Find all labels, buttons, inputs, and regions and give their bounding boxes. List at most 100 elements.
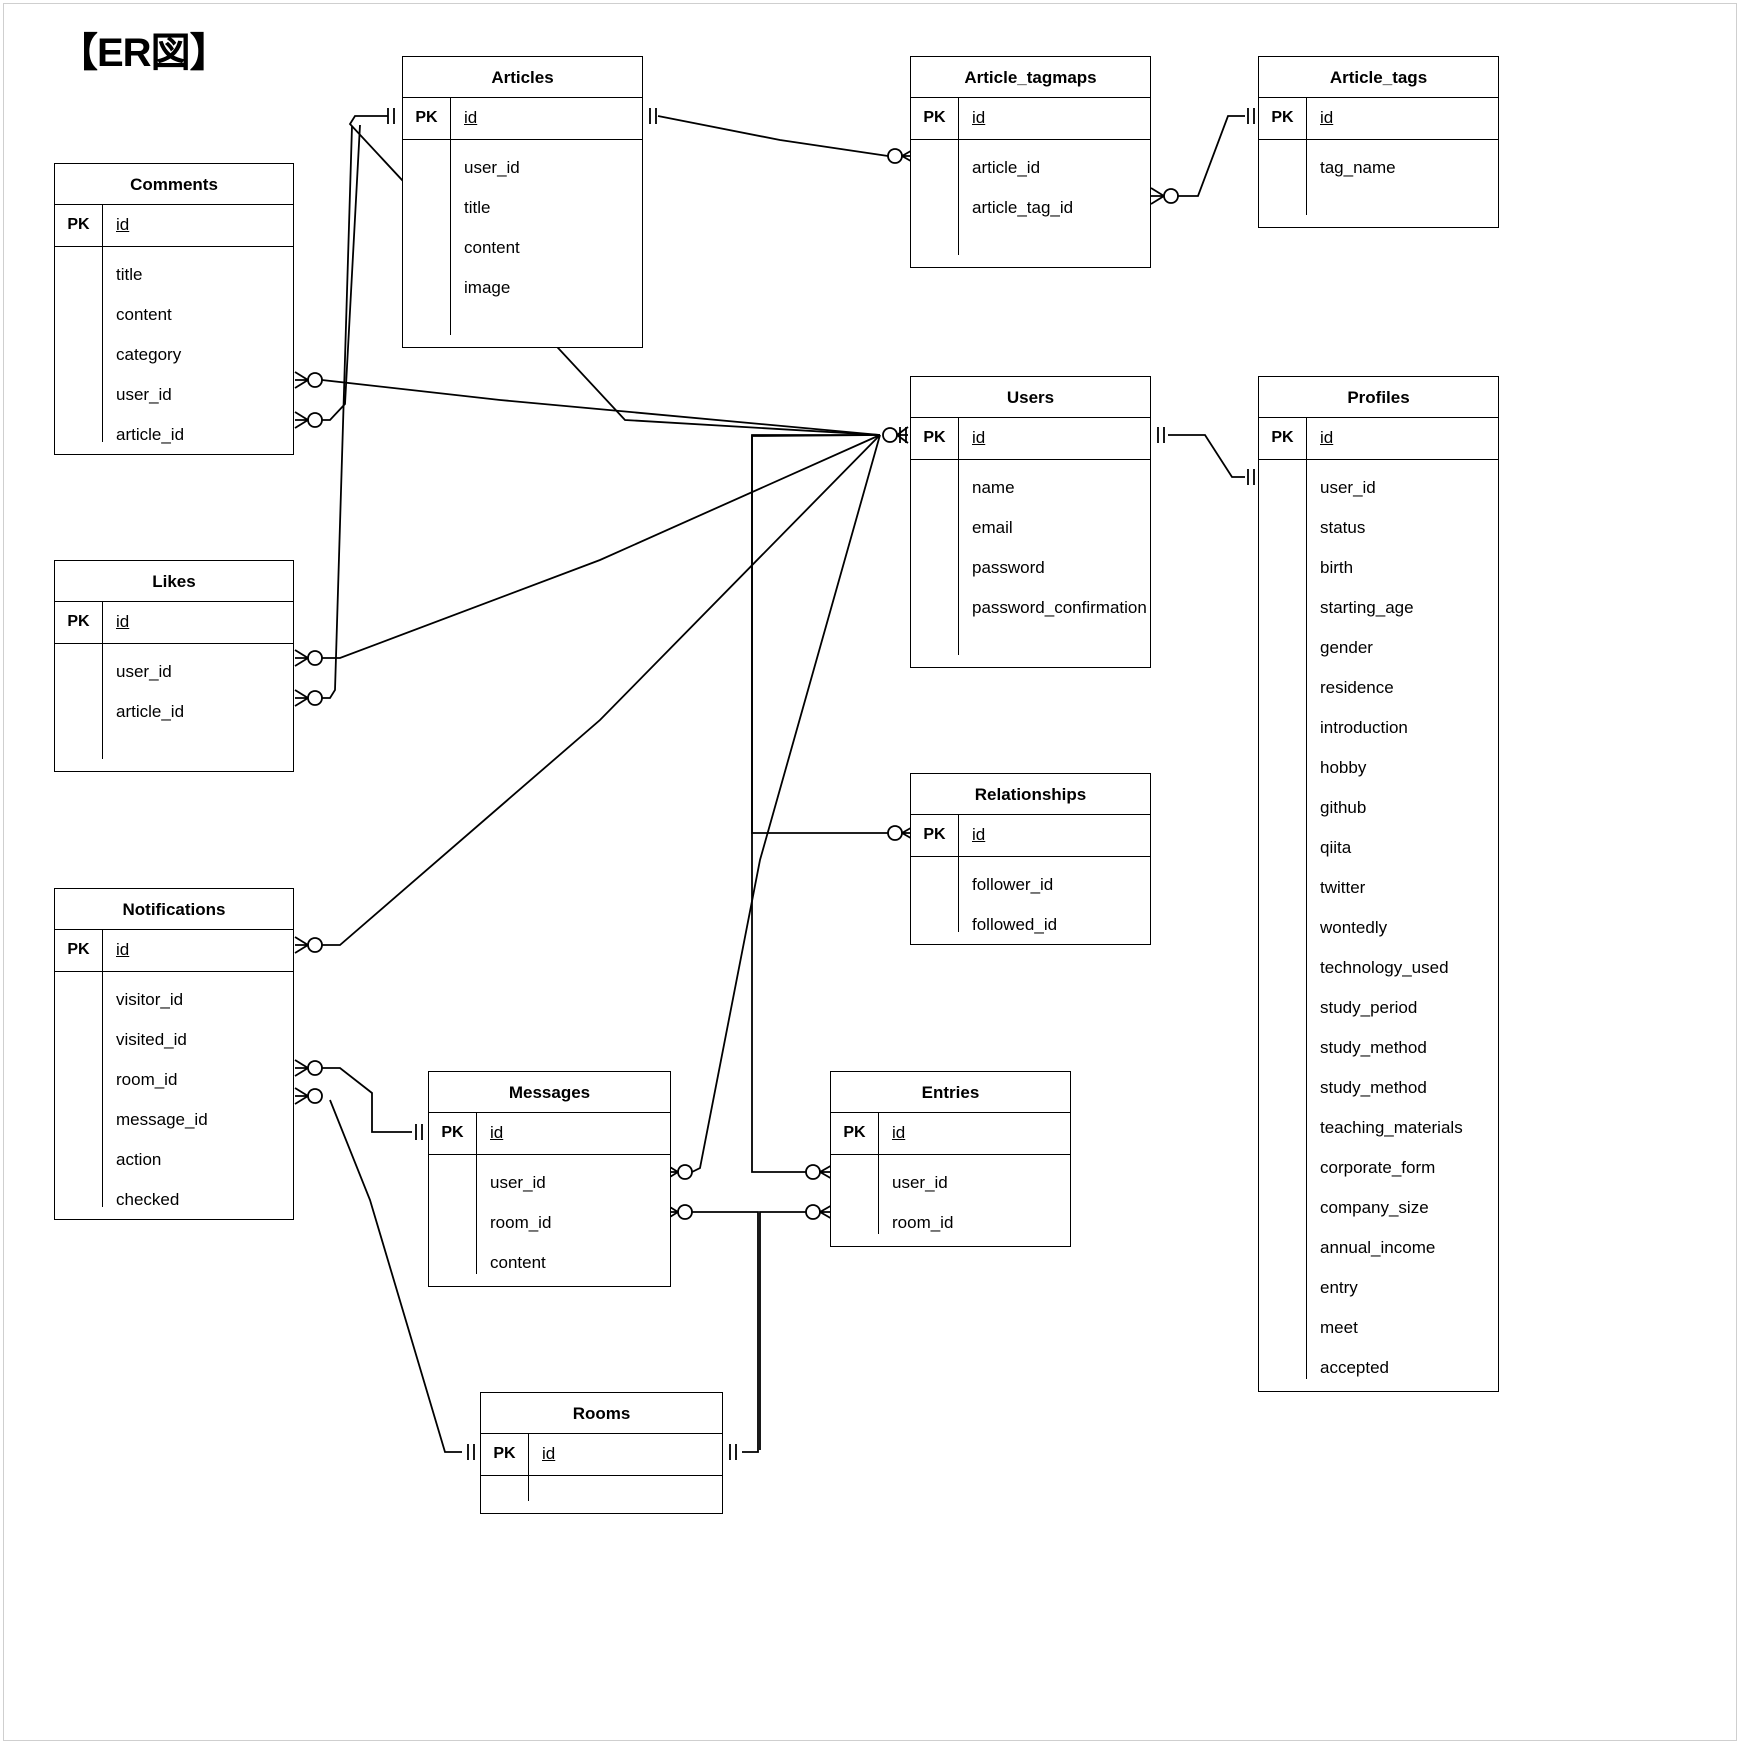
crow-one-profiles [1247, 469, 1255, 485]
edge-users-profiles [1168, 434, 1245, 478]
attribute-row: follower_id [972, 875, 1054, 894]
pk-field-name: id [464, 108, 478, 127]
pk-badge: PK [1259, 418, 1307, 459]
pk-badge: PK [403, 98, 451, 139]
attribute-gutter-divider [476, 1155, 477, 1274]
attribute-row: action [116, 1150, 162, 1169]
attribute-gutter-divider [102, 972, 103, 1207]
attribute-row: password [972, 558, 1045, 577]
edge-users-entries [751, 434, 881, 1173]
pk-field-name: id [116, 612, 130, 631]
crow-many-comments-article [294, 411, 309, 429]
crow-zero-likes-user [307, 650, 323, 666]
attribute-row: title [116, 265, 143, 284]
pk-field-name: id [972, 825, 986, 844]
crow-many-likes-article [294, 689, 309, 707]
edge-articles-likes [322, 125, 353, 699]
crow-zero-relationships [887, 825, 903, 841]
page-title: 【ER図】 [58, 31, 230, 75]
attribute-row: technology_used [1320, 958, 1449, 977]
attribute-gutter-divider [450, 140, 451, 335]
crow-one-users-right [1157, 427, 1165, 443]
attribute-row: github [1320, 798, 1367, 817]
attribute-list: tag_name [1307, 140, 1498, 188]
crow-zero-messages-room [677, 1204, 693, 1220]
attribute-row: accepted [1320, 1358, 1389, 1377]
crow-many-notifications-message [294, 1087, 309, 1105]
attribute-row: wontedly [1320, 918, 1388, 937]
crow-one-rooms-left [467, 1444, 475, 1460]
attribute-row: category [116, 345, 182, 364]
edge-articles-comments [322, 124, 361, 421]
entity-title: Article_tagmaps [911, 57, 1150, 98]
attribute-row: entry [1320, 1278, 1358, 1297]
crow-zero-users-hub [882, 427, 898, 443]
attribute-row: user_id [116, 385, 172, 404]
crow-zero-entries-room [805, 1204, 821, 1220]
pk-badge: PK [55, 930, 103, 971]
pk-field-name: id [116, 940, 130, 959]
entity-title: Comments [55, 164, 293, 205]
edge-users-notifications [322, 434, 881, 946]
attribute-row: study_period [1320, 998, 1418, 1017]
attribute-row: twitter [1320, 878, 1366, 897]
crow-one-articles-left [387, 108, 395, 124]
entity-title: Users [911, 377, 1150, 418]
attribute-gutter-divider [958, 140, 959, 255]
crow-zero-messages-user [677, 1164, 693, 1180]
crow-one-articles-tagmaps [649, 108, 657, 124]
edge-tagmaps-tags [1178, 115, 1245, 197]
edge-users-relationships [751, 434, 888, 834]
attribute-row: tag_name [1320, 158, 1396, 177]
attribute-row: company_size [1320, 1198, 1429, 1217]
crow-zero-notifications [307, 937, 323, 953]
crow-one-messages-left [415, 1124, 423, 1140]
edge-users-articles [348, 115, 881, 436]
pk-badge: PK [911, 815, 959, 856]
attribute-row: checked [116, 1190, 180, 1209]
entity-title: Profiles [1259, 377, 1498, 418]
attribute-body [481, 1476, 722, 1513]
crow-zero-tagmaps [887, 148, 903, 164]
attribute-row: email [972, 518, 1013, 537]
edge-users-likes [322, 434, 881, 659]
crow-one-rooms-right [729, 1444, 737, 1460]
attribute-row: user_id [490, 1173, 546, 1192]
edge-rooms-messages [692, 1211, 759, 1453]
attribute-row: name [972, 478, 1015, 497]
primary-key-row: PK id [403, 98, 642, 140]
edge-rooms-entries [759, 1211, 806, 1450]
attribute-row: hobby [1320, 758, 1367, 777]
crow-one-article-tags [1247, 108, 1255, 124]
attribute-gutter-divider [958, 857, 959, 932]
